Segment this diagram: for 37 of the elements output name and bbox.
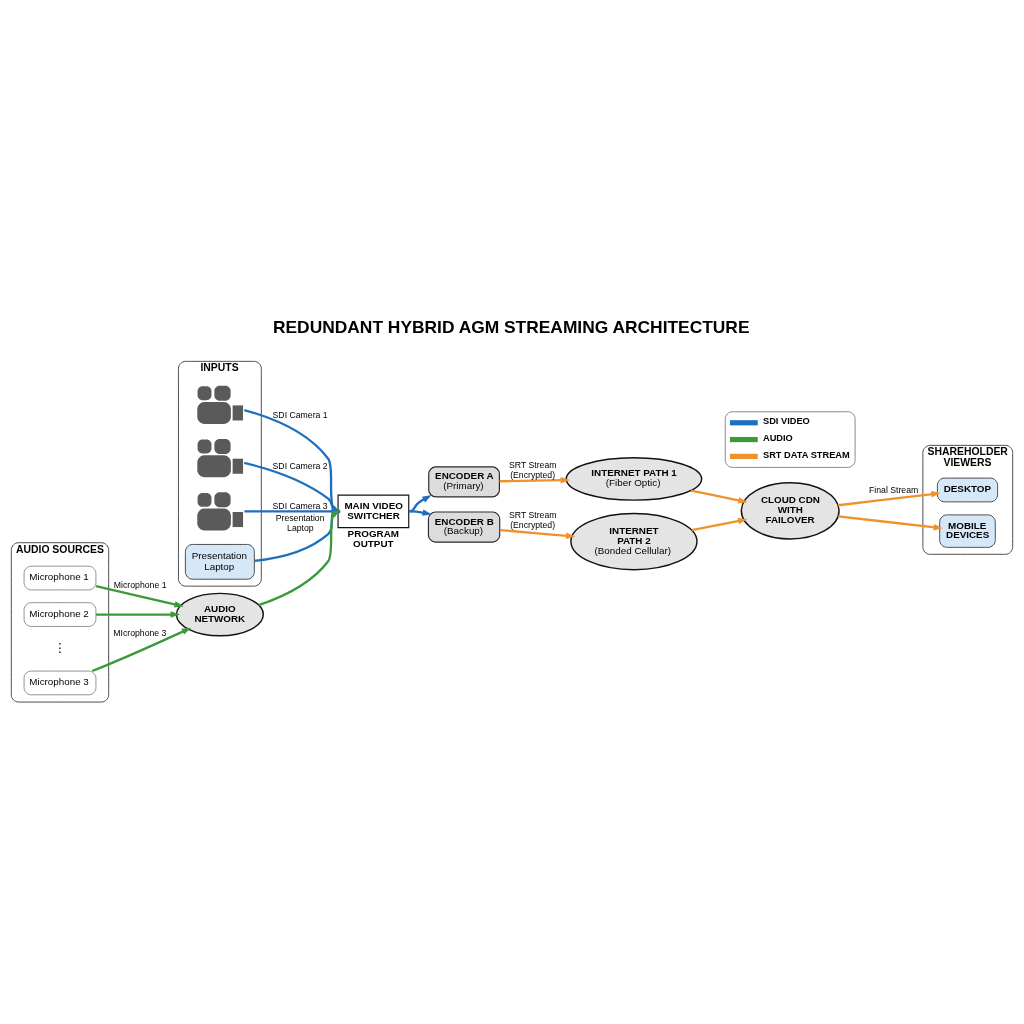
arrow (838, 490, 941, 507)
node-box: DESKTOP (936, 477, 999, 503)
arrow (499, 476, 570, 484)
diagram-title: REDUNDANT HYBRID AGM STREAMING ARCHITECTURE (273, 316, 750, 337)
node-box: Microphone 1 (23, 565, 97, 591)
arrow (838, 515, 943, 531)
edge-label: Final Stream (868, 485, 919, 496)
edge-label: SDI Camera 1 (272, 409, 328, 420)
arrow (690, 489, 748, 504)
node-box: Presentation Laptop (184, 544, 255, 580)
arrow (499, 528, 576, 539)
node-label: PROGRAM OUTPUT (347, 528, 399, 550)
node-box: Microphone 2 (23, 602, 97, 627)
label: ⋮ (53, 639, 67, 655)
legend-label: SDI VIDEO (762, 416, 810, 427)
arrow (409, 495, 432, 513)
node-box: Microphone 3 (23, 670, 97, 696)
edge-label: SDI Camera 3 (272, 500, 328, 511)
node-ellipse: CLOUD CDN WITH FAILOVER (740, 481, 840, 540)
arrow (91, 627, 192, 673)
node-ellipse: INTERNET PATH 2 (Bonded Cellular) (570, 512, 698, 571)
edge-label: SRT Stream (Encrypted) (508, 510, 557, 531)
arrow (95, 585, 184, 608)
edge-label: SDI Camera 2 (272, 460, 328, 471)
edge-label: MIcrophone 3 (113, 627, 167, 638)
arrow (691, 517, 748, 532)
node-box: ENCODER A (Primary) (428, 466, 500, 498)
node-ellipse: INTERNET PATH 1 (Fiber Optic) (565, 457, 703, 501)
edge-label: SRT Stream (Encrypted) (508, 459, 557, 480)
edge-label: Presentation Laptop (275, 513, 325, 534)
legend-label: AUDIO (762, 433, 793, 444)
arrow (409, 509, 432, 516)
node-box: MOBILE DEVICES (939, 514, 996, 548)
arrow (96, 611, 180, 618)
legend-label: SRT DATA STREAM (762, 450, 850, 460)
edge-label: Microphone 1 (113, 580, 167, 591)
node-box: ENCODER B (Backup) (427, 511, 501, 543)
